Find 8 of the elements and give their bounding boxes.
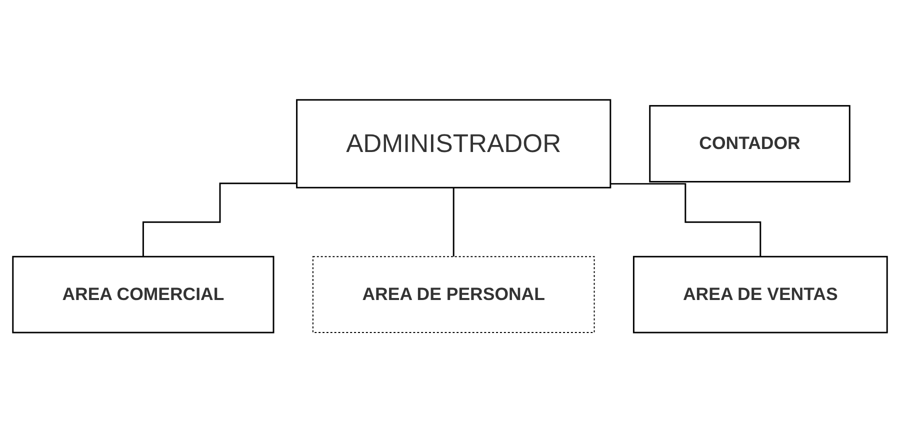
connector xyxy=(452,186,454,258)
node-box: AREA COMERCIAL xyxy=(12,256,274,334)
node-box: CONTADOR xyxy=(649,104,850,182)
node-box: AREA DE VENTAS xyxy=(632,256,888,334)
node-box: AREA DE PERSONAL xyxy=(312,256,595,333)
connector xyxy=(142,182,297,258)
node-box: ADMINISTRADOR xyxy=(296,98,612,188)
connector xyxy=(610,182,762,258)
